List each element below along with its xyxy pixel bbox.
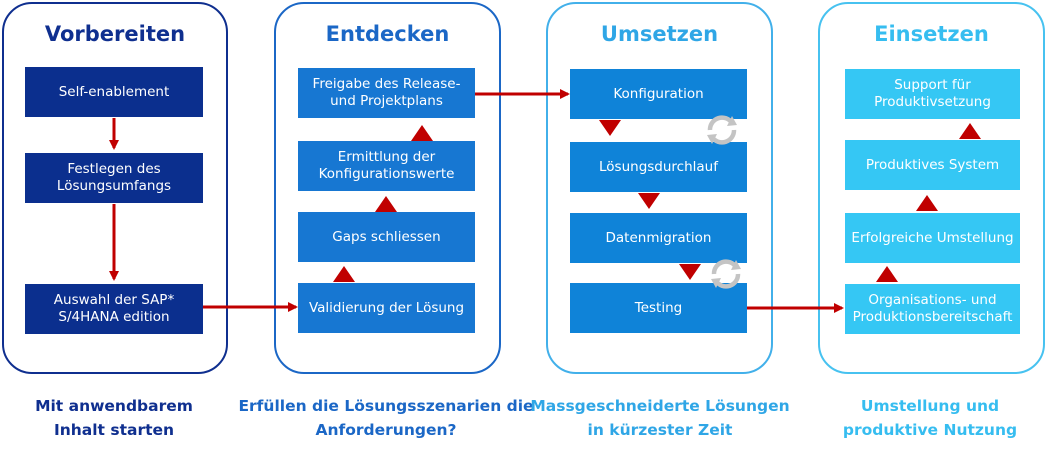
down-arrow bbox=[599, 120, 621, 136]
step-validierung-loesung: Validierung der Lösung bbox=[298, 283, 475, 333]
step-festlegen-loesungsumfang: Festlegen des Lösungsumfangs bbox=[25, 153, 203, 203]
phase-caption: Mit anwendbarem Inhalt starten bbox=[35, 397, 193, 439]
step-erfolgreiche-umstellung: Erfolgreiche Umstellung bbox=[845, 213, 1020, 263]
step-freigabe-plans: Freigabe des Release- und Projektplans bbox=[298, 68, 475, 118]
phase-title: Vorbereiten bbox=[44, 22, 186, 46]
down-arrow bbox=[638, 193, 660, 209]
step-produktives-system: Produktives System bbox=[845, 140, 1020, 190]
step-auswahl-edition: Auswahl der SAP* S/4HANA edition bbox=[25, 284, 203, 334]
up-arrow bbox=[959, 123, 981, 139]
up-arrow bbox=[916, 195, 938, 211]
step-testing: Testing bbox=[570, 283, 747, 333]
step-gaps-schliessen: Gaps schliessen bbox=[298, 212, 475, 262]
step-support-produktivsetzung: Support für Produktivsetzung bbox=[845, 69, 1020, 119]
cycle-icon bbox=[707, 115, 737, 145]
up-arrow bbox=[333, 266, 355, 282]
step-ermittlung-konfigurationswerte: Ermittlung der Konfigurationswerte bbox=[298, 141, 475, 191]
up-arrow bbox=[411, 125, 433, 141]
down-arrow bbox=[679, 264, 701, 280]
step-organisationsbereitschaft: Organisations- und Produktionsbereitscha… bbox=[845, 284, 1020, 334]
step-datenmigration: Datenmigration bbox=[570, 213, 747, 263]
up-arrow bbox=[876, 266, 898, 282]
step-self-enablement: Self-enablement bbox=[25, 67, 203, 117]
phase-caption: Erfüllen die Lösungsszenarien die Anford… bbox=[238, 397, 534, 439]
phase-caption: Massgeschneiderte Lösungen in kürzester … bbox=[530, 397, 790, 439]
step-loesungsdurchlauf: Lösungsdurchlauf bbox=[570, 142, 747, 192]
up-arrow bbox=[375, 196, 397, 212]
phase-title: Entdecken bbox=[325, 22, 450, 46]
phase-caption: Umstellung und produktive Nutzung bbox=[842, 397, 1018, 439]
phase-title: Einsetzen bbox=[874, 22, 989, 46]
cycle-icon bbox=[711, 259, 741, 289]
phase-title: Umsetzen bbox=[600, 22, 719, 46]
step-konfiguration: Konfiguration bbox=[570, 69, 747, 119]
